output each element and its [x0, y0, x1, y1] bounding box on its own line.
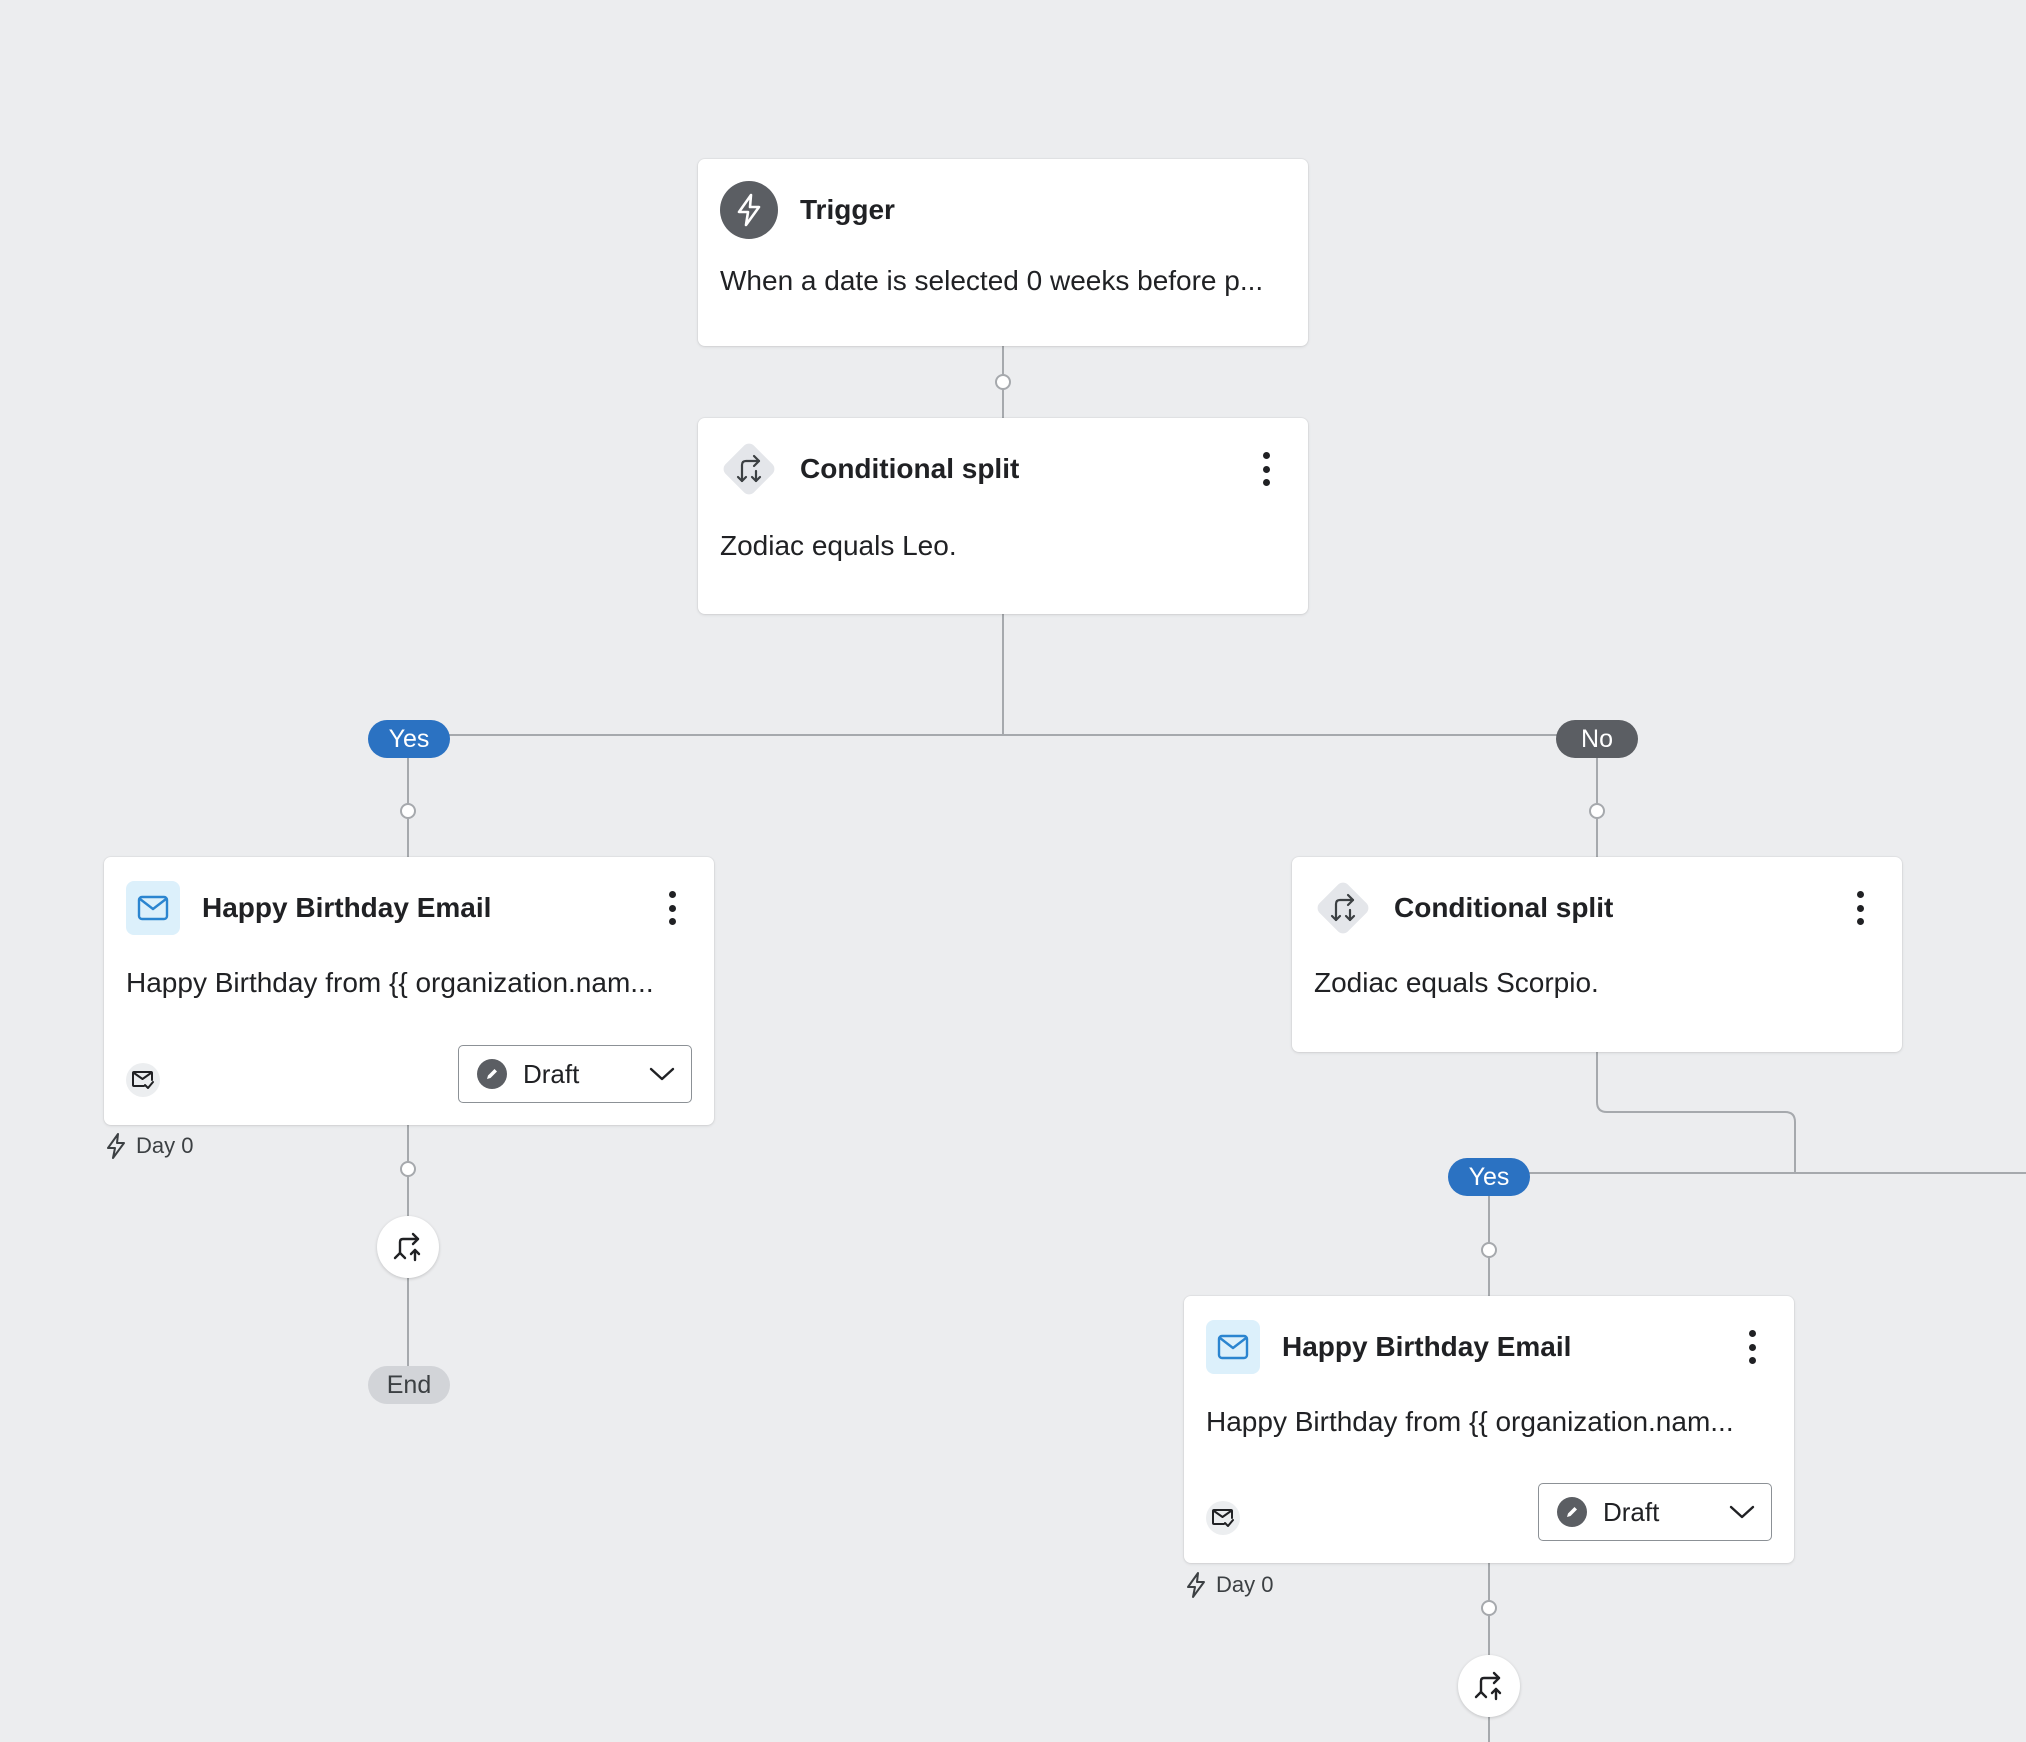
envelope-check-icon [126, 1063, 160, 1097]
delay-text: Day 0 [136, 1133, 194, 1158]
email-title: Happy Birthday Email [202, 892, 492, 923]
split-condition: Zodiac equals Leo. [720, 530, 957, 561]
envelope-icon [126, 881, 180, 935]
yes-branch-badge: Yes [1448, 1158, 1530, 1196]
split-arrows-icon [720, 440, 778, 498]
more-options-button[interactable] [1256, 446, 1276, 492]
split-header: Conditional split [1314, 879, 1880, 937]
trigger-header: Trigger [720, 181, 1286, 239]
email-node[interactable]: Happy Birthday Email Happy Birthday from… [1184, 1296, 1794, 1563]
split-title: Conditional split [1394, 892, 1614, 923]
email-title: Happy Birthday Email [1282, 1331, 1572, 1362]
envelope-icon [1206, 1320, 1260, 1374]
split-title: Conditional split [800, 453, 1020, 484]
status-dropdown[interactable]: Draft [458, 1045, 692, 1103]
exit-action-button[interactable] [1458, 1655, 1520, 1717]
chevron-down-icon [1729, 1505, 1755, 1519]
trigger-title: Trigger [800, 194, 895, 225]
more-options-button[interactable] [1742, 1324, 1762, 1370]
no-branch-badge: No [1556, 720, 1638, 758]
exit-action-button[interactable] [377, 1216, 439, 1278]
pencil-icon [477, 1059, 507, 1089]
email-subject: Happy Birthday from {{ organization.nam.… [126, 967, 654, 998]
status-dropdown[interactable]: Draft [1538, 1483, 1772, 1541]
yes-branch-badge: Yes [368, 720, 450, 758]
status-value: Draft [523, 1058, 580, 1089]
split-arrows-icon [1314, 879, 1372, 937]
split-condition: Zodiac equals Scorpio. [1314, 967, 1599, 998]
more-options-button[interactable] [662, 885, 682, 931]
conditional-split-node[interactable]: Conditional split Zodiac equals Leo. [698, 418, 1308, 614]
lightning-icon [107, 1133, 125, 1159]
envelope-check-icon [1206, 1501, 1240, 1535]
trigger-description: When a date is selected 0 weeks before p… [720, 265, 1264, 296]
email-header: Happy Birthday Email [1206, 1318, 1772, 1376]
conditional-split-node[interactable]: Conditional split Zodiac equals Scorpio. [1292, 857, 1902, 1052]
exit-arrows-icon [1474, 1671, 1502, 1701]
email-header: Happy Birthday Email [126, 879, 692, 937]
trigger-node[interactable]: Trigger When a date is selected 0 weeks … [698, 159, 1308, 346]
end-badge: End [368, 1366, 450, 1404]
delay-label: Day 0 [1184, 1571, 1273, 1599]
email-subject: Happy Birthday from {{ organization.nam.… [1206, 1406, 1734, 1437]
status-value: Draft [1603, 1496, 1660, 1527]
delay-label: Day 0 [104, 1132, 193, 1160]
delay-text: Day 0 [1216, 1572, 1274, 1597]
pencil-icon [1557, 1497, 1587, 1527]
exit-arrows-icon [393, 1232, 421, 1262]
lightning-icon [1187, 1572, 1205, 1598]
split-header: Conditional split [720, 440, 1286, 498]
lightning-icon [720, 181, 778, 239]
more-options-button[interactable] [1850, 885, 1870, 931]
chevron-down-icon [649, 1067, 675, 1081]
email-node[interactable]: Happy Birthday Email Happy Birthday from… [104, 857, 714, 1125]
